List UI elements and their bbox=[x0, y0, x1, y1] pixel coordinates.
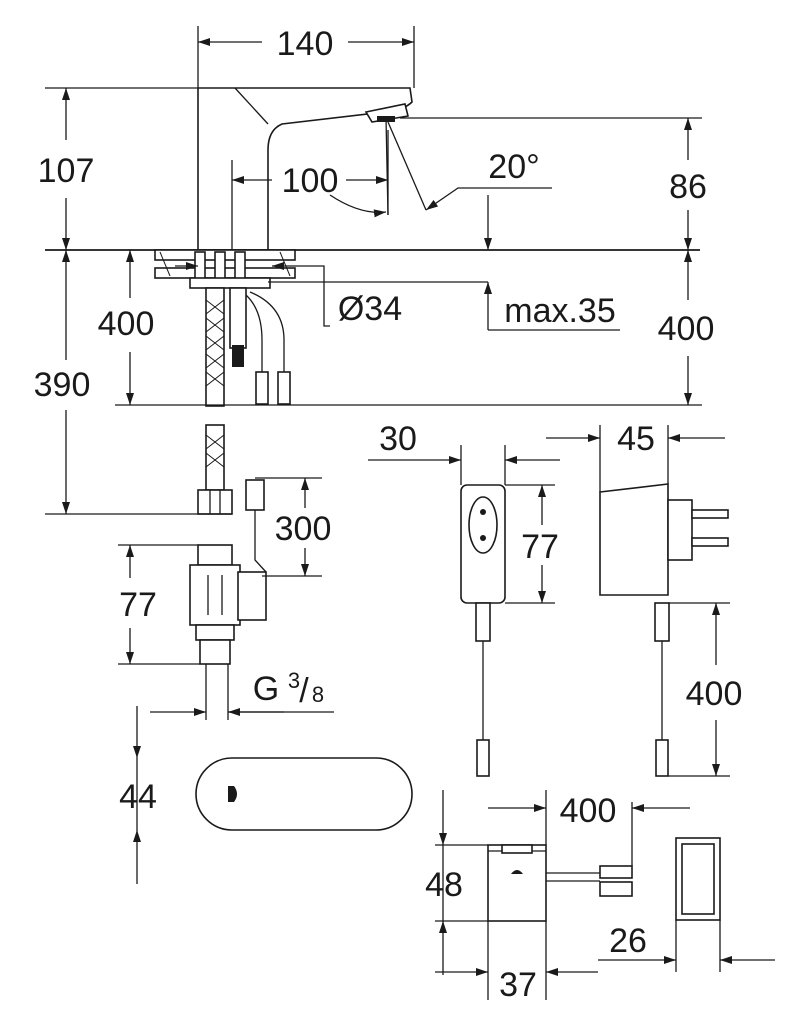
control-box-cover bbox=[675, 837, 721, 921]
dim-spout-reach: 100 bbox=[282, 162, 339, 200]
dim-thread-numerator: 3 bbox=[288, 668, 300, 693]
control-box bbox=[487, 844, 633, 922]
dim-height-above-deck: 107 bbox=[38, 152, 95, 190]
dim-adapter-cable: 400 bbox=[686, 675, 743, 713]
under-deck-hoses bbox=[205, 287, 291, 407]
dim-valve-cable: 300 bbox=[275, 510, 332, 548]
dim-sensor-height: 44 bbox=[119, 778, 157, 816]
deck bbox=[45, 249, 700, 289]
dim-outlet-height: 86 bbox=[669, 168, 707, 206]
dim-spout-width: 140 bbox=[277, 25, 334, 63]
dim-thread-slash: / bbox=[299, 672, 309, 710]
power-adapter-front bbox=[460, 484, 506, 777]
dim-plug-depth: 45 bbox=[617, 420, 655, 458]
dim-cover-depth: 26 bbox=[609, 922, 647, 960]
dim-hose-length: 390 bbox=[34, 366, 91, 404]
dim-box-cable: 400 bbox=[560, 792, 617, 830]
power-adapter-side bbox=[599, 483, 729, 777]
flexible-hose-end bbox=[197, 424, 265, 515]
dim-adapter-height: 77 bbox=[521, 528, 559, 566]
dim-spray-angle: 20° bbox=[488, 148, 539, 186]
dim-thread-prefix: G bbox=[253, 670, 279, 708]
sensor-front bbox=[195, 757, 413, 831]
dim-box-depth: 37 bbox=[499, 966, 537, 1004]
dim-hole-diameter: Ø34 bbox=[338, 290, 402, 328]
dim-max-deck-thickness: max.35 bbox=[504, 292, 616, 330]
dim-below-deck-left: 400 bbox=[98, 305, 155, 343]
dim-below-deck-right: 400 bbox=[658, 310, 715, 348]
dim-valve-height: 77 bbox=[119, 586, 157, 624]
dimension-lines bbox=[45, 26, 775, 1000]
dim-box-height: 48 bbox=[425, 866, 463, 904]
dim-thread-denominator: 8 bbox=[312, 682, 324, 707]
solenoid-valve bbox=[189, 510, 267, 720]
dim-adapter-thickness: 30 bbox=[379, 420, 417, 458]
